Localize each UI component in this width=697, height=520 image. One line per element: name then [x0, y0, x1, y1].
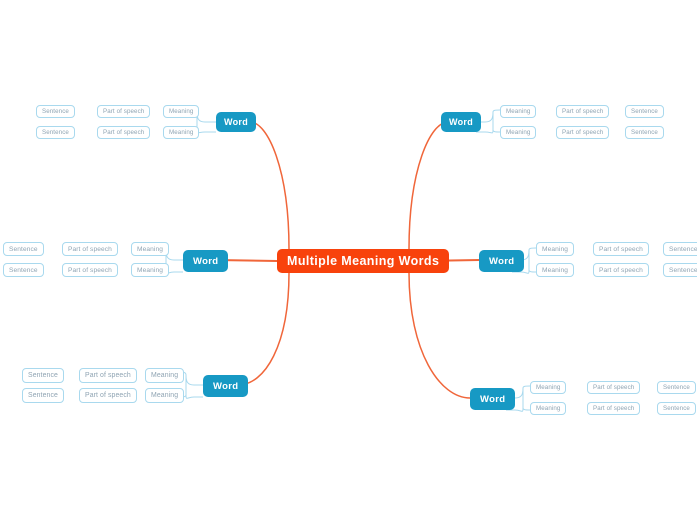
leaf-part-of-speech-top-right-2[interactable]: Part of speech: [556, 126, 610, 139]
leaf-sentence-top-right-1[interactable]: Sentence: [625, 105, 664, 118]
word-node-bottom-right[interactable]: Word: [470, 388, 516, 410]
leaf-sentence-bottom-left-2[interactable]: Sentence: [22, 388, 64, 403]
leaf-part-of-speech-top-left-1[interactable]: Part of speech: [97, 105, 151, 118]
leaf-sentence-bottom-right-1[interactable]: Sentence: [657, 381, 696, 394]
leaf-meaning-top-right-2[interactable]: Meaning: [500, 126, 537, 139]
word-node-middle-right[interactable]: Word: [479, 250, 525, 272]
leaf-meaning-middle-right-2[interactable]: Meaning: [536, 263, 574, 277]
leaf-part-of-speech-bottom-left-1[interactable]: Part of speech: [79, 368, 137, 383]
leaf-part-of-speech-top-right-1[interactable]: Part of speech: [556, 105, 610, 118]
leaf-sentence-top-right-2[interactable]: Sentence: [625, 126, 664, 139]
leaf-meaning-bottom-left-1[interactable]: Meaning: [145, 368, 185, 383]
leaf-part-of-speech-middle-right-2[interactable]: Part of speech: [593, 263, 649, 277]
leaf-part-of-speech-bottom-left-2[interactable]: Part of speech: [79, 388, 137, 403]
leaf-part-of-speech-bottom-right-2[interactable]: Part of speech: [587, 402, 641, 415]
leaf-meaning-bottom-left-2[interactable]: Meaning: [145, 388, 185, 403]
leaf-meaning-bottom-right-1[interactable]: Meaning: [530, 381, 567, 394]
leaf-sentence-top-left-2[interactable]: Sentence: [36, 126, 75, 139]
leaf-meaning-middle-right-1[interactable]: Meaning: [536, 242, 574, 256]
leaf-meaning-middle-left-1[interactable]: Meaning: [131, 242, 169, 256]
leaf-sentence-bottom-right-2[interactable]: Sentence: [657, 402, 696, 415]
leaf-sentence-bottom-left-1[interactable]: Sentence: [22, 368, 64, 383]
leaf-sentence-middle-right-1[interactable]: Sentence: [663, 242, 697, 256]
leaf-meaning-top-right-1[interactable]: Meaning: [500, 105, 537, 118]
leaf-part-of-speech-middle-left-1[interactable]: Part of speech: [62, 242, 118, 256]
leaf-part-of-speech-middle-right-1[interactable]: Part of speech: [593, 242, 649, 256]
leaf-sentence-middle-left-2[interactable]: Sentence: [3, 263, 44, 277]
leaf-sentence-middle-left-1[interactable]: Sentence: [3, 242, 44, 256]
root-edge-bottom-left: [237, 272, 290, 386]
word-node-bottom-left[interactable]: Word: [203, 375, 249, 397]
leaf-sentence-middle-right-2[interactable]: Sentence: [663, 263, 697, 277]
leaf-sentence-top-left-1[interactable]: Sentence: [36, 105, 75, 118]
root-edge-top-left: [249, 121, 290, 250]
word-node-top-left[interactable]: Word: [216, 112, 257, 132]
root-edge-top-right: [408, 121, 449, 250]
root-node[interactable]: Multiple Meaning Words: [277, 249, 450, 273]
leaf-meaning-bottom-right-2[interactable]: Meaning: [530, 402, 567, 415]
leaf-part-of-speech-middle-left-2[interactable]: Part of speech: [62, 263, 118, 277]
leaf-meaning-top-left-2[interactable]: Meaning: [163, 126, 200, 139]
word-node-middle-left[interactable]: Word: [183, 250, 229, 272]
root-edge-bottom-right: [408, 272, 471, 399]
leaf-part-of-speech-bottom-right-1[interactable]: Part of speech: [587, 381, 641, 394]
leaf-meaning-top-left-1[interactable]: Meaning: [163, 105, 200, 118]
leaf-meaning-middle-left-2[interactable]: Meaning: [131, 263, 169, 277]
leaf-part-of-speech-top-left-2[interactable]: Part of speech: [97, 126, 151, 139]
word-node-top-right[interactable]: Word: [441, 112, 482, 132]
